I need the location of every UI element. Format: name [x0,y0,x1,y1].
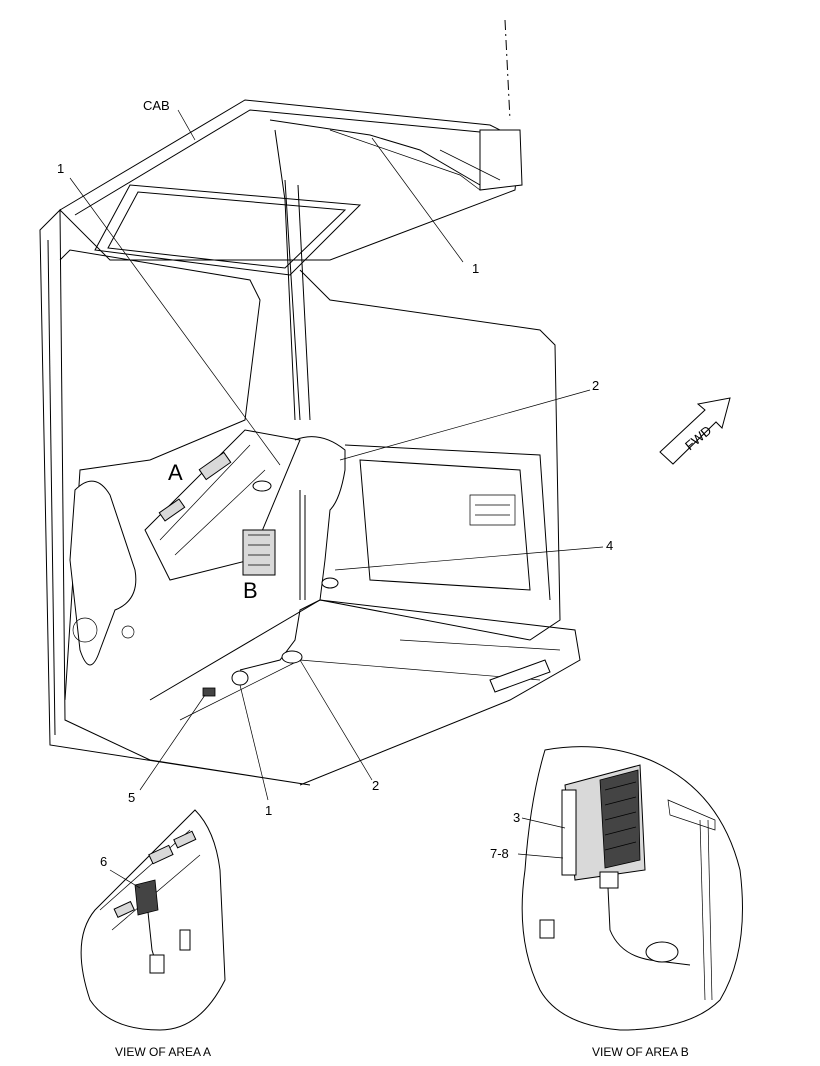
callout-6: 6 [100,854,107,869]
callout-5: 5 [128,790,135,805]
controller-module [242,529,276,576]
view-area-b: 3 7-8 [490,746,743,1031]
callout-4: 4 [606,538,613,553]
callout-7-8: 7-8 [490,846,509,861]
view-area-a: 6 [80,809,226,1031]
callout-2-upper: 2 [592,378,599,393]
callout-3: 3 [513,810,520,825]
forward-arrow-icon: FWD [659,397,731,465]
area-b-marker: B [243,578,258,603]
leader-lines [69,109,604,801]
callout-1-top-right: 1 [472,261,479,276]
callout-cab: CAB [143,98,170,113]
area-a-marker: A [168,460,183,485]
cab-frame [39,19,581,786]
caption-view-area-b: VIEW OF AREA B [592,1045,689,1059]
callout-1-bottom: 1 [265,803,272,818]
callout-1-top-left: 1 [57,161,64,176]
caption-view-area-a: VIEW OF AREA A [115,1045,211,1059]
callout-2-lower: 2 [372,778,379,793]
